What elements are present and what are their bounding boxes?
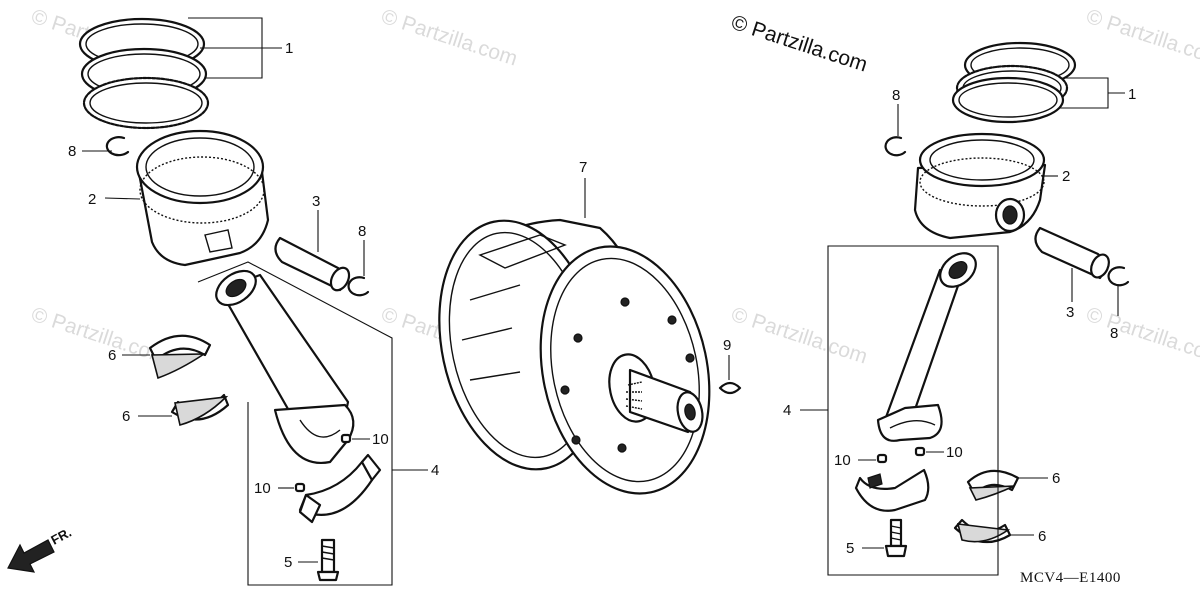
callout-label: 3 (312, 193, 320, 210)
piston-pin-left (274, 236, 351, 292)
callout-label: 8 (1110, 325, 1118, 342)
callout-label: 4 (431, 462, 439, 479)
callout-label: 5 (846, 540, 854, 557)
watermark: © Partzilla.com (378, 5, 520, 71)
piston-ring-set-right (951, 41, 1077, 124)
watermark: © Partzilla.com (1083, 303, 1200, 369)
callout-label: 9 (723, 337, 731, 354)
piston-pin-clip (347, 276, 370, 297)
rod-bolt-left (316, 538, 340, 582)
piston-pin-clip (884, 136, 907, 157)
bearing-shell (953, 518, 1012, 544)
dowel-pin (914, 446, 926, 457)
crankshaft-flywheel (438, 218, 711, 495)
bearing-shell (148, 334, 212, 380)
connecting-rod-left (215, 269, 355, 465)
callout-label: 8 (892, 87, 900, 104)
diagram-code: MCV4—E1400 (1020, 570, 1121, 586)
bearing-shell (966, 469, 1020, 501)
callout-label: 10 (372, 431, 389, 448)
rod-bolt-right (884, 518, 908, 558)
piston-pin-clip (1107, 266, 1130, 287)
callout-label: 6 (122, 408, 130, 425)
copyright-notice: © Partzilla.com (728, 11, 870, 77)
callout-label: 3 (1066, 304, 1074, 321)
rod-cap-right (854, 468, 930, 512)
callout-label: 1 (1128, 86, 1136, 103)
watermark: © Partzilla.com (1083, 5, 1200, 71)
callout-label: 2 (88, 191, 96, 208)
callout-label: 2 (1062, 168, 1070, 185)
callout-label: 7 (579, 159, 587, 176)
rod-cap-left (298, 453, 382, 524)
callout-label: 1 (285, 40, 293, 57)
bearing-shell (170, 393, 230, 426)
callout-label: 10 (834, 452, 851, 469)
dowel-pin (294, 482, 306, 493)
callout-label: 8 (68, 143, 76, 160)
dowel-pin (340, 433, 352, 444)
callout-label: 6 (1038, 528, 1046, 545)
piston-pin-right (1034, 226, 1110, 280)
piston-right (913, 132, 1047, 240)
callout-label: 4 (783, 402, 791, 419)
callout-label: 10 (946, 444, 963, 461)
piston-pin-clip (105, 136, 130, 157)
callout-label: 5 (284, 554, 292, 571)
callout-label: 8 (358, 223, 366, 240)
woodruff-key (718, 381, 742, 395)
front-direction-arrow: FR. (7, 525, 74, 573)
watermark: © Partzilla.com (28, 303, 170, 369)
dowel-pin (876, 453, 888, 464)
front-label: FR. (48, 525, 74, 548)
piston-left (135, 129, 270, 267)
callout-label: 6 (108, 347, 116, 364)
watermark: © Partzilla.com (728, 303, 870, 369)
callout-label: 6 (1052, 470, 1060, 487)
piston-ring-set-left (78, 17, 210, 130)
callout-label: 10 (254, 480, 271, 497)
connecting-rod-right (876, 252, 977, 442)
